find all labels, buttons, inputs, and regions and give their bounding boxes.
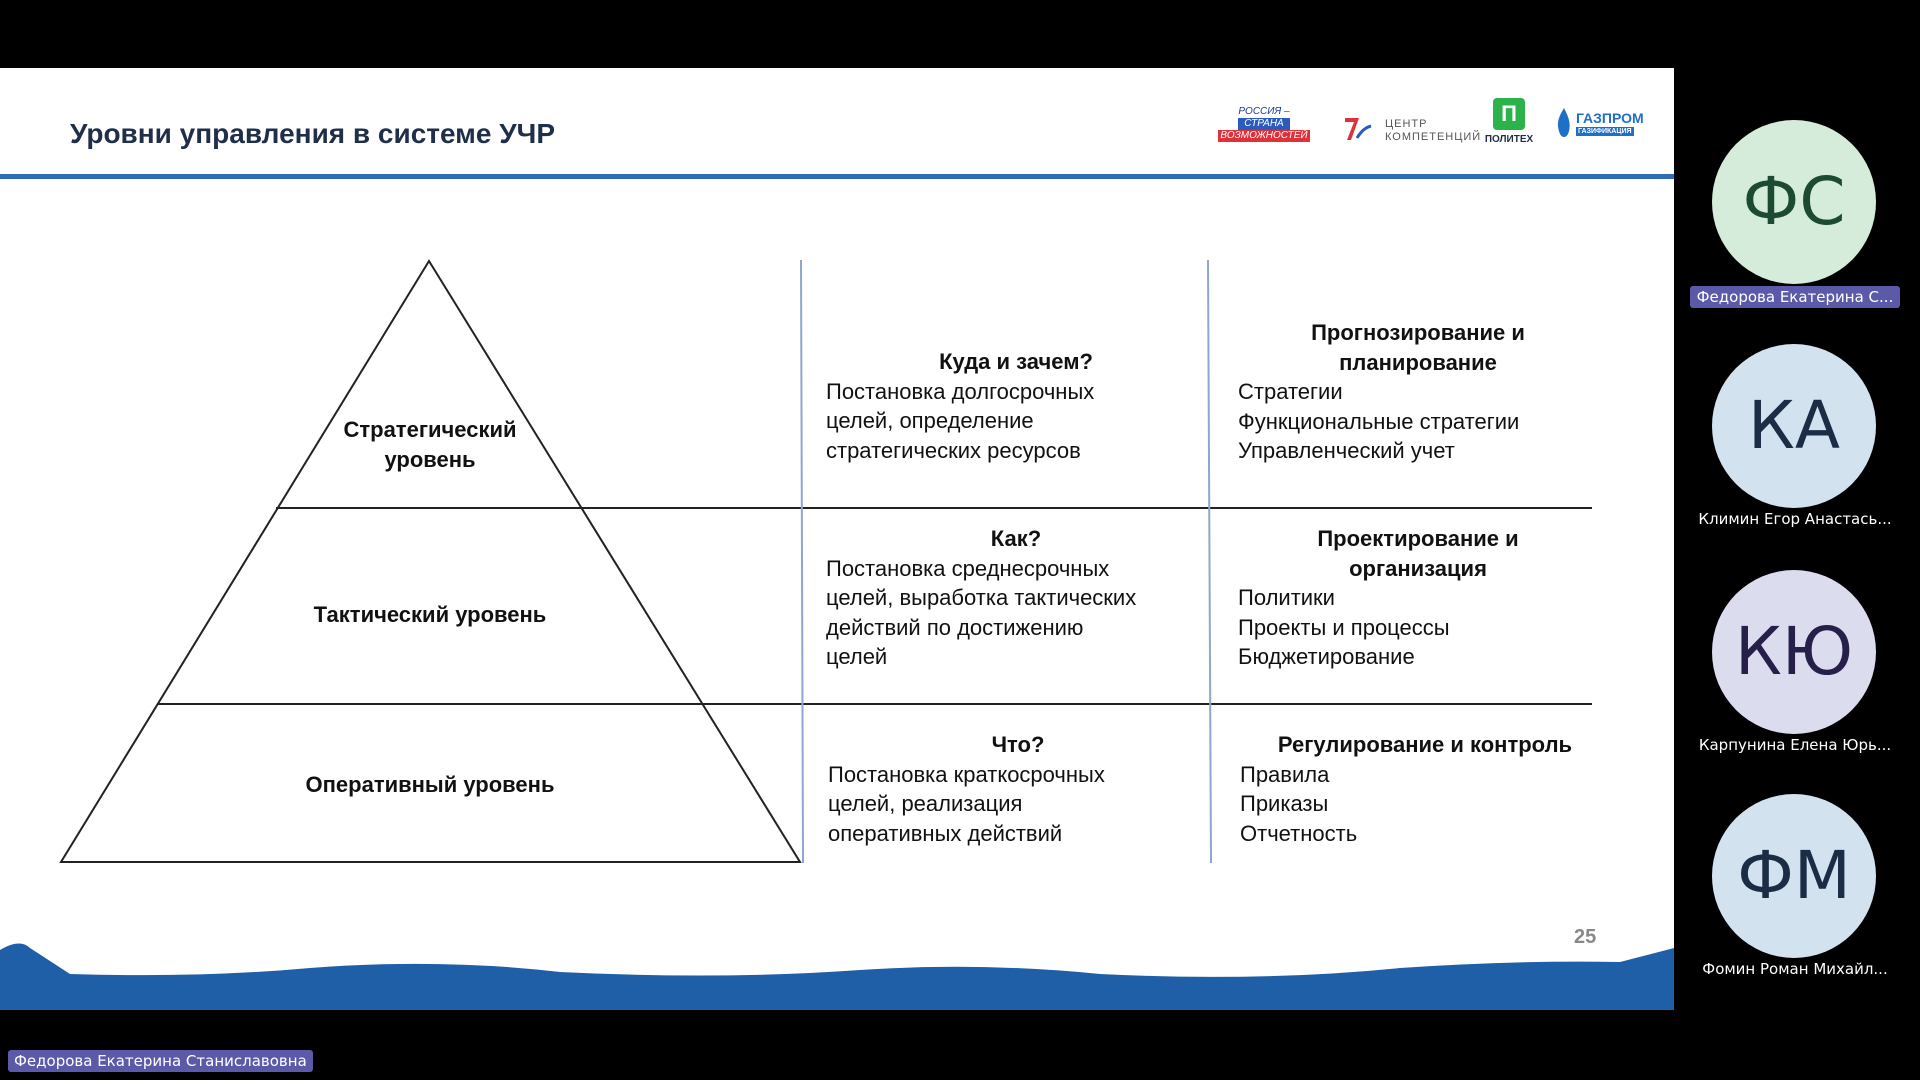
cell-line: Управленческий учет	[1238, 438, 1455, 463]
cell-line: Постановка среднесрочных	[826, 555, 1110, 581]
cell-heading: Как?	[990, 526, 1042, 551]
strategic-tools-cell: Прогнозирование и планирование Стратегии…	[1238, 318, 1598, 466]
cell-line: Функциональные стратегии	[1238, 408, 1520, 434]
strategic-question-cell: Куда и зачем? Постановка долгосрочных це…	[826, 347, 1206, 465]
avatar: КА	[1712, 344, 1876, 508]
competence-center-icon	[1345, 118, 1372, 140]
tactical-question-cell: Как? Постановка среднесрочных целей, выр…	[826, 524, 1206, 672]
shared-slide: Уровни управления в системе УЧР РОССИЯ –…	[0, 68, 1674, 1010]
russia-opportunities-logo: РОССИЯ – СТРАНА ВОЗМОЖНОСТЕЙ	[1218, 106, 1310, 148]
strategic-level-label: Стратегический уровень	[310, 415, 550, 475]
politeh-icon: П	[1493, 98, 1525, 130]
title-divider	[0, 174, 1674, 179]
cell-line: стратегических ресурсов	[826, 437, 1081, 463]
politeh-logo: П ПОЛИТЕХ	[1482, 98, 1536, 152]
cell-line: Политики	[1238, 585, 1335, 610]
participant-name: Климин Егор Анастась...	[1698, 510, 1892, 528]
cell-heading: планирование	[1339, 349, 1497, 375]
avatar: КЮ	[1712, 570, 1876, 734]
tactical-level-label: Тактический уровень	[313, 602, 547, 627]
operative-level-label: Оперативный уровень	[305, 772, 555, 797]
cell-line: Стратегии	[1238, 379, 1343, 404]
tactical-tools-cell: Проектирование и организация Политики Пр…	[1238, 524, 1598, 672]
cell-heading: Регулирование и контроль	[1277, 732, 1573, 757]
cell-line: Постановка краткосрочных	[828, 761, 1105, 787]
cell-line: Постановка долгосрочных	[826, 378, 1095, 404]
cell-line: целей	[826, 644, 888, 669]
avatar: ФМ	[1712, 794, 1876, 958]
level-label-line: уровень	[384, 447, 476, 472]
presenter-name-tag: Федорова Екатерина Станиславовна	[8, 1050, 313, 1072]
logo-text: ПОЛИТЕХ	[1484, 134, 1534, 145]
column-divider	[800, 259, 804, 864]
cell-line: Отчетность	[1240, 820, 1358, 846]
logo-text: РОССИЯ –	[1238, 106, 1290, 117]
pyramid-triangle	[59, 259, 802, 863]
cell-heading: организация	[1349, 555, 1487, 581]
cell-heading: Прогнозирование и	[1311, 320, 1525, 345]
operative-tools-cell: Регулирование и контроль Правила Приказы…	[1240, 730, 1610, 848]
operative-question-cell: Что? Постановка краткосрочных целей, реа…	[828, 730, 1208, 848]
logo-text: ЦЕНТР	[1385, 118, 1428, 130]
level-label-line: Стратегический	[343, 417, 517, 442]
column-divider	[1207, 259, 1212, 864]
logo-text: ГАЗПРОМ	[1576, 110, 1644, 126]
cell-line: целей, выработка тактических	[826, 585, 1137, 610]
cell-heading: Куда и зачем?	[939, 349, 1093, 374]
slide-title: Уровни управления в системе УЧР	[70, 118, 556, 149]
cell-heading: Что?	[991, 732, 1045, 757]
participant-tile[interactable]: КЮ Карпунина Елена Юрь...	[1690, 570, 1910, 790]
avatar: ФС	[1712, 120, 1876, 284]
participant-tile[interactable]: КА Климин Егор Анастась...	[1690, 344, 1910, 564]
logo-text: ГАЗИФИКАЦИЯ	[1576, 127, 1634, 136]
logo-text: ВОЗМОЖНОСТЕЙ	[1218, 130, 1310, 142]
cell-line: оперативных действий	[828, 820, 1063, 846]
cell-line: целей, определение	[826, 408, 1034, 433]
competence-center-logo: ЦЕНТР КОМПЕТЕНЦИЙ	[1343, 110, 1480, 150]
cell-line: целей, реализация	[828, 791, 1023, 816]
cell-line: действий по достижению	[826, 614, 1084, 640]
participant-tile[interactable]: ФМ Фомин Роман Михайл...	[1690, 794, 1910, 1014]
participant-name: Карпунина Елена Юрь...	[1698, 736, 1892, 754]
logo-text: СТРАНА	[1238, 118, 1290, 130]
cell-line: Приказы	[1240, 791, 1329, 816]
participant-tile[interactable]: ФС Федорова Екатерина С...	[1690, 120, 1910, 340]
participant-name: Федорова Екатерина С...	[1690, 286, 1900, 308]
pyramid-diagram	[0, 259, 1674, 1010]
cell-line: Правила	[1240, 761, 1330, 787]
gazprom-logo: ГАЗПРОМ ГАЗИФИКАЦИЯ	[1554, 102, 1644, 146]
cell-line: Проекты и процессы	[1238, 614, 1450, 640]
footer-wave	[0, 943, 1674, 1010]
logo-text: КОМПЕТЕНЦИЙ	[1385, 131, 1482, 143]
gazprom-flame-icon	[1557, 108, 1570, 137]
page-number: 25	[1574, 926, 1597, 948]
participant-name: Фомин Роман Михайл...	[1702, 960, 1888, 978]
cell-line: Бюджетирование	[1238, 644, 1415, 669]
cell-heading: Проектирование и	[1317, 526, 1519, 551]
